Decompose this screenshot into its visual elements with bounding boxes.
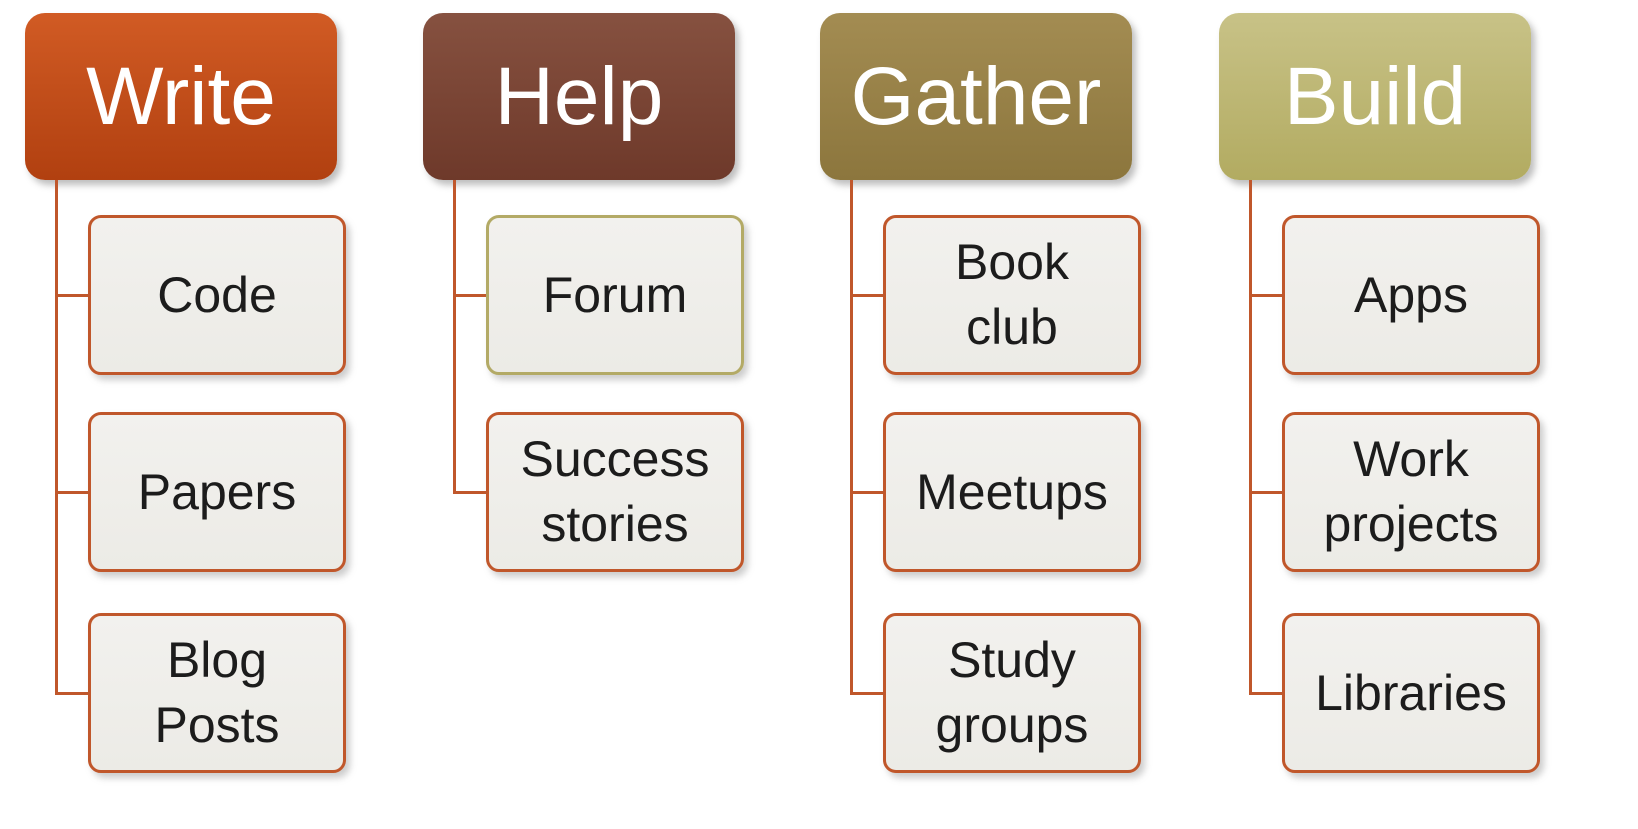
connector-line: [55, 692, 88, 695]
node-meetups[interactable]: Meetups: [883, 412, 1141, 572]
connector-line: [453, 180, 456, 493]
node-apps[interactable]: Apps: [1282, 215, 1540, 375]
connector-line: [55, 491, 88, 494]
connector-line: [850, 692, 883, 695]
node-build-header[interactable]: Build: [1219, 13, 1531, 180]
connector-line: [1249, 180, 1252, 694]
connector-line: [453, 294, 486, 297]
node-write-header[interactable]: Write: [25, 13, 337, 180]
connector-line: [850, 180, 853, 694]
node-work-projects[interactable]: Work projects: [1282, 412, 1540, 572]
node-libraries[interactable]: Libraries: [1282, 613, 1540, 773]
connector-line: [55, 294, 88, 297]
node-success-stories[interactable]: Success stories: [486, 412, 744, 572]
branch-write: Write Code Papers Blog Posts: [12, 0, 410, 829]
node-help-header[interactable]: Help: [423, 13, 735, 180]
branch-help: Help Forum Success stories: [410, 0, 808, 829]
connector-line: [1249, 294, 1282, 297]
branch-build: Build Apps Work projects Libraries: [1206, 0, 1604, 829]
connector-line: [850, 294, 883, 297]
connector-line: [1249, 491, 1282, 494]
connector-line: [453, 491, 486, 494]
node-study-groups[interactable]: Study groups: [883, 613, 1141, 773]
node-forum[interactable]: Forum: [486, 215, 744, 375]
connector-line: [1249, 692, 1282, 695]
node-blog-posts[interactable]: Blog Posts: [88, 613, 346, 773]
node-book-club[interactable]: Book club: [883, 215, 1141, 375]
node-code[interactable]: Code: [88, 215, 346, 375]
connector-line: [850, 491, 883, 494]
node-papers[interactable]: Papers: [88, 412, 346, 572]
connector-line: [55, 180, 58, 694]
branch-gather: Gather Book club Meetups Study groups: [807, 0, 1205, 829]
node-gather-header[interactable]: Gather: [820, 13, 1132, 180]
